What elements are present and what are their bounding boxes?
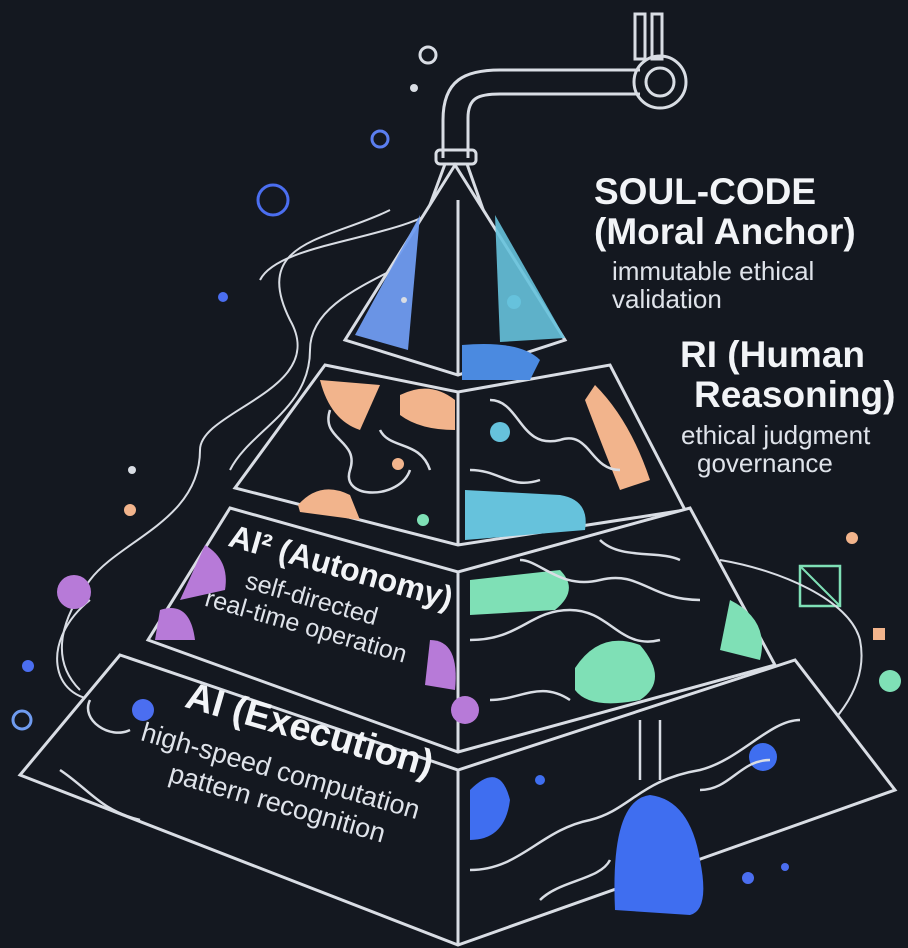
dot-particle	[124, 504, 136, 516]
ring-particle	[418, 45, 438, 65]
tier-ri	[232, 344, 688, 547]
ri-desc-line1: ethical judgment	[681, 420, 871, 450]
dot-particle	[781, 863, 789, 871]
label-soul-code: SOUL-CODE (Moral Anchor) immutable ethic…	[594, 171, 856, 314]
tier-soul-code	[342, 162, 568, 377]
square-particle	[798, 564, 842, 608]
dot-particle	[218, 292, 228, 302]
label-ri: RI (Human Reasoning) ethical judgment go…	[680, 334, 895, 478]
ri-title-line1: RI (Human	[680, 334, 865, 375]
dot-particle	[128, 466, 136, 474]
ring-particle	[370, 129, 390, 149]
dot-particle	[742, 872, 754, 884]
dot-particle	[22, 660, 34, 672]
dot-particle	[879, 670, 901, 692]
square-particle	[873, 628, 885, 640]
square-particle-diagonal	[799, 565, 841, 607]
ring-particle	[256, 183, 290, 217]
tier-ai	[17, 653, 898, 947]
dot-particle	[846, 532, 858, 544]
ri-desc-line2: governance	[697, 448, 833, 478]
ri-title-line2: Reasoning)	[694, 374, 895, 415]
soul-code-desc-line1: immutable ethical	[612, 256, 814, 286]
soul-code-title-line1: SOUL-CODE	[594, 171, 816, 212]
tier-ai2	[57, 506, 778, 754]
ring-particle	[11, 709, 33, 731]
soul-code-title-line2: (Moral Anchor)	[594, 211, 856, 252]
dot-particle	[410, 84, 418, 92]
soul-code-desc-line2: validation	[612, 284, 722, 314]
